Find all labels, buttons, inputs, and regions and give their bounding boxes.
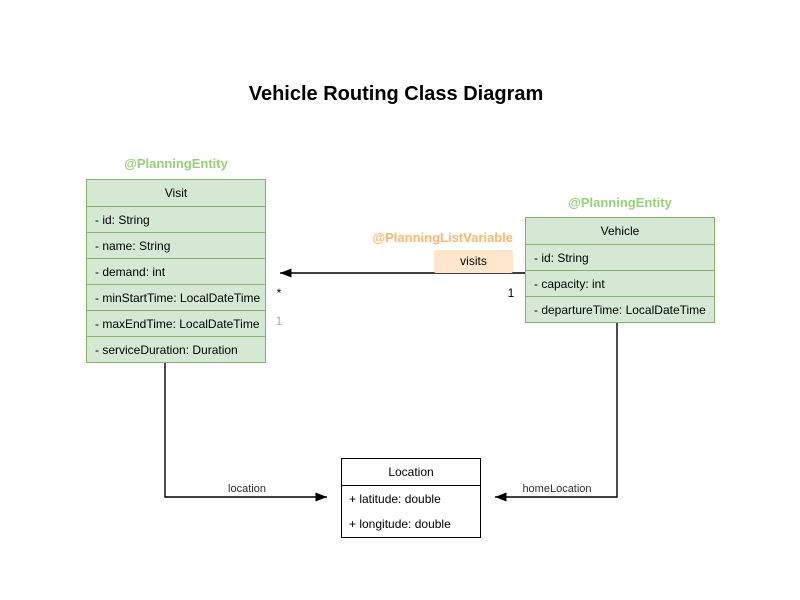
visit-attribute-id: - id: String — [87, 206, 265, 232]
vehicle-attribute-departure-time: - departureTime: LocalDateTime — [526, 296, 714, 322]
vehicle-attribute-id: - id: String — [526, 244, 714, 270]
visits-edge-label: visits — [434, 250, 513, 273]
planning-list-variable-annotation: @PlanningListVariable — [372, 230, 513, 245]
visit-attribute-min-start-time: - minStartTime: LocalDateTime — [87, 284, 265, 310]
visit-attribute-service-duration: - serviceDuration: Duration — [87, 336, 265, 362]
visit-attribute-max-end-time: - maxEndTime: LocalDateTime — [87, 310, 265, 336]
visit-attribute-demand: - demand: int — [87, 258, 265, 284]
vehicle-attribute-capacity: - capacity: int — [526, 270, 714, 296]
home-location-association-line — [495, 322, 618, 502]
visits-multiplicity-secondary: 1 — [275, 314, 283, 328]
diagram-title: Vehicle Routing Class Diagram — [248, 83, 544, 105]
vehicle-stereotype-label: @PlanningEntity — [568, 195, 672, 210]
visit-attribute-name: - name: String — [87, 232, 265, 258]
location-attribute-longitude: + longitude: double — [349, 517, 451, 531]
location-association-line — [164, 361, 327, 502]
visits-multiplicity-one: 1 — [507, 286, 515, 300]
visits-multiplicity-star: * — [276, 286, 282, 300]
location-edge-label: location — [207, 483, 287, 495]
location-attribute-latitude: + latitude: double — [342, 485, 480, 511]
visit-stereotype-label: @PlanningEntity — [124, 156, 228, 171]
vehicle-class-name: Vehicle — [600, 224, 640, 238]
visit-class-name: Visit — [164, 186, 188, 200]
location-class-name: Location — [388, 465, 434, 479]
home-location-edge-label: homeLocation — [517, 483, 597, 495]
class-box-visit: Visit - id: String - name: String - dema… — [86, 179, 266, 363]
class-box-vehicle: Vehicle - id: String - capacity: int - d… — [525, 217, 715, 323]
class-box-location: Location + latitude: double + longitude:… — [341, 458, 481, 538]
